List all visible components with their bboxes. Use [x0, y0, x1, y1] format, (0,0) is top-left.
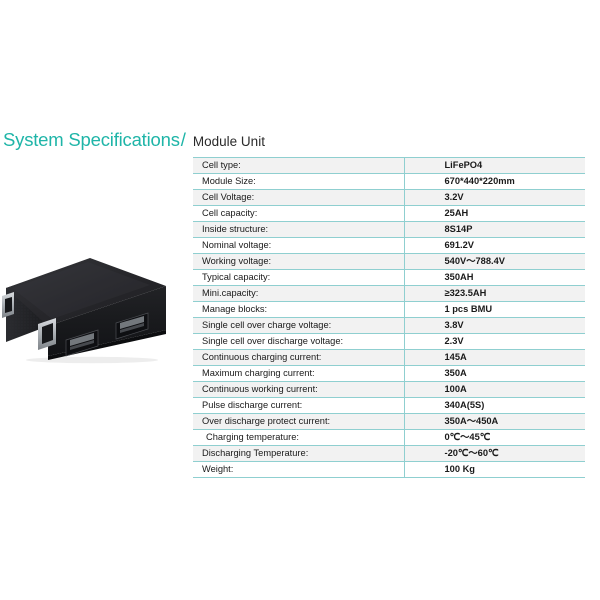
table-row: Working voltage:540V～788.4V — [193, 253, 585, 270]
table-row: Charging temperature:0℃～45℃ — [193, 429, 585, 446]
table-row: Typical capacity:350AH — [193, 269, 585, 286]
table-row: Cell Voltage:3.2V — [193, 189, 585, 206]
spec-label: Inside structure: — [193, 221, 405, 238]
module-shadow — [26, 356, 158, 364]
spec-value: 1 pcs BMU — [404, 301, 585, 318]
spec-value: 3.8V — [404, 317, 585, 334]
module-connector-contacts-left — [70, 333, 94, 346]
spec-value: 145A — [404, 349, 585, 366]
spec-label: Over discharge protect current: — [193, 413, 405, 430]
spec-label: Nominal voltage: — [193, 237, 405, 254]
product-image — [0, 252, 172, 364]
table-row: Weight:100 Kg — [193, 461, 585, 478]
module-connector-contacts-right — [120, 316, 144, 329]
spec-label: Charging temperature: — [193, 429, 405, 446]
table-row: Manage blocks:1 pcs BMU — [193, 301, 585, 318]
spec-label: Single cell over discharge voltage: — [193, 333, 405, 350]
table-row: Cell type:LiFePO4 — [193, 157, 585, 174]
table-row: Module Size:670*440*220mm — [193, 173, 585, 190]
spec-value: 540V～788.4V — [404, 253, 585, 270]
table-row: Cell capacity:25AH — [193, 205, 585, 222]
spec-value: 8S14P — [404, 221, 585, 238]
battery-module-illustration — [2, 258, 166, 364]
page-title: System Specifications / Module Unit — [3, 129, 265, 151]
page-title-separator: / — [180, 129, 186, 150]
table-row: Single cell over charge voltage:3.8V — [193, 317, 585, 334]
spec-value: 691.2V — [404, 237, 585, 254]
spec-label: Single cell over charge voltage: — [193, 317, 405, 334]
table-row: Maximum charging current:350A — [193, 365, 585, 382]
spec-label: Discharging Temperature: — [193, 445, 405, 462]
module-handle-left-grip — [5, 297, 12, 313]
module-connector-slot-left — [70, 340, 94, 350]
table-row: Discharging Temperature:-20℃～60℃ — [193, 445, 585, 462]
spec-label: Continuous working current: — [193, 381, 405, 398]
spec-label: Pulse discharge current: — [193, 397, 405, 414]
spec-value: 350A — [404, 365, 585, 382]
spec-value: -20℃～60℃ — [404, 445, 585, 462]
spec-label: Maximum charging current: — [193, 365, 405, 382]
module-top-sheen — [12, 262, 150, 319]
spec-value: LiFePO4 — [404, 157, 585, 174]
spec-value: 25AH — [404, 205, 585, 222]
spec-value: 3.2V — [404, 189, 585, 206]
spec-value: 100 Kg — [404, 461, 585, 478]
spec-value: 0℃～45℃ — [404, 429, 585, 446]
module-connector-slot-right — [120, 323, 144, 333]
spec-label: Manage blocks: — [193, 301, 405, 318]
spec-value: 340A(5S) — [404, 397, 585, 414]
table-row: Over discharge protect current:350A～450A — [193, 413, 585, 430]
spec-value: 350AH — [404, 269, 585, 286]
spec-label: Mini.capacity: — [193, 285, 405, 302]
page-title-subtitle: Module Unit — [192, 134, 265, 149]
table-row: Inside structure:8S14P — [193, 221, 585, 238]
module-handle-front-grip — [42, 323, 53, 344]
spec-label: Cell type: — [193, 157, 405, 174]
table-row: Pulse discharge current:340A(5S) — [193, 397, 585, 414]
page-title-main: System Specifications — [3, 129, 180, 150]
spec-value: ≥323.5AH — [404, 285, 585, 302]
table-row: Nominal voltage:691.2V — [193, 237, 585, 254]
spec-label: Working voltage: — [193, 253, 405, 270]
table-row: Continuous charging current:145A — [193, 349, 585, 366]
spec-label: Cell capacity: — [193, 205, 405, 222]
table-row: Single cell over discharge voltage:2.3V — [193, 333, 585, 350]
spec-label: Module Size: — [193, 173, 405, 190]
spec-value: 670*440*220mm — [404, 173, 585, 190]
spec-value: 350A～450A — [404, 413, 585, 430]
table-row: Mini.capacity:≥323.5AH — [193, 285, 585, 302]
table-row: Continuous working current:100A — [193, 381, 585, 398]
module-top-panel — [6, 258, 166, 326]
spec-value: 2.3V — [404, 333, 585, 350]
spec-label: Cell Voltage: — [193, 189, 405, 206]
spec-label: Weight: — [193, 461, 405, 478]
spec-label: Continuous charging current: — [193, 349, 405, 366]
spec-value: 100A — [404, 381, 585, 398]
spec-label: Typical capacity: — [193, 269, 405, 286]
